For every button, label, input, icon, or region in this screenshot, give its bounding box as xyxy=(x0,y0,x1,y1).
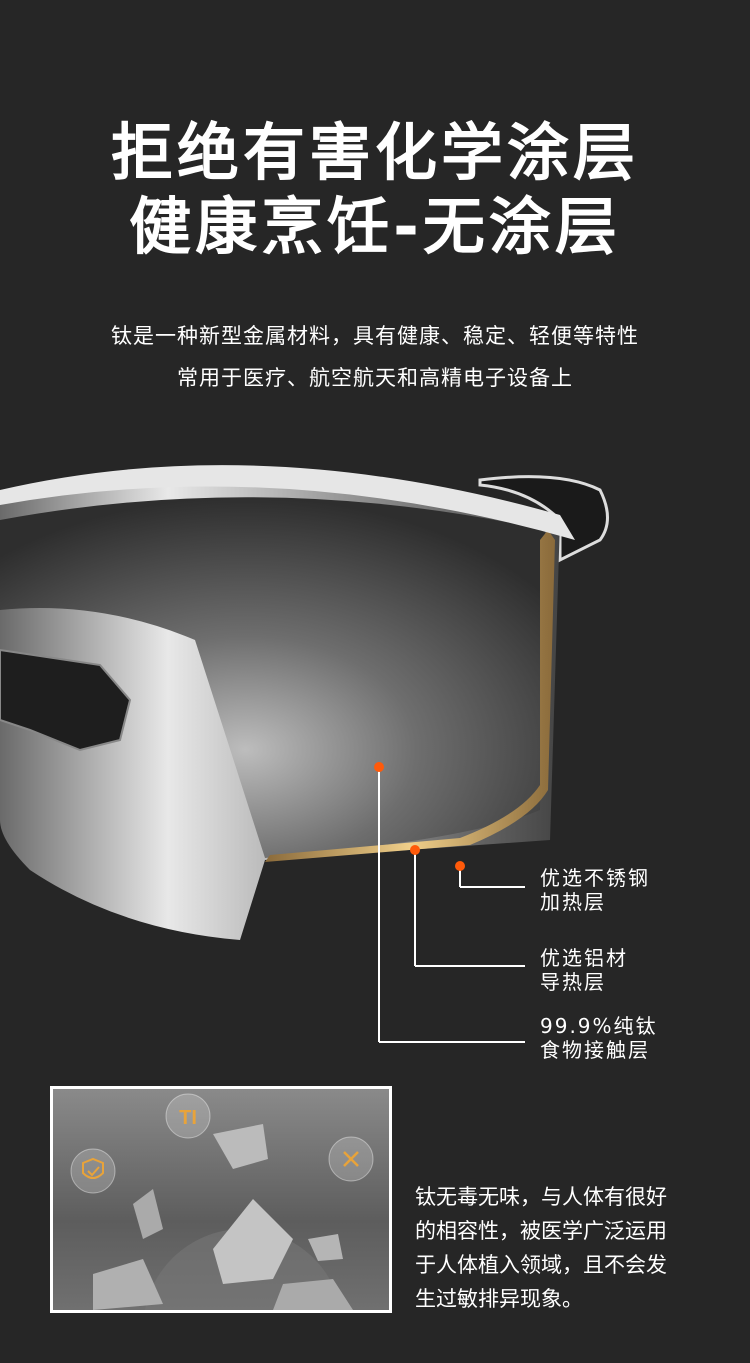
layer-label-line: 99.9%纯钛 xyxy=(540,1014,658,1038)
layer-label-titanium: 99.9%纯钛 食物接触层 xyxy=(540,1014,658,1062)
subtitle-line-2: 常用于医疗、航空航天和高精电子设备上 xyxy=(177,366,573,390)
marker-dot-titanium xyxy=(374,762,384,772)
layer-label-line: 加热层 xyxy=(540,890,606,914)
rock xyxy=(213,1124,268,1169)
subtitle-line-1: 钛是一种新型金属材料，具有健康、稳定、轻便等特性 xyxy=(111,324,639,348)
shield-check-icon-glyph xyxy=(82,1157,104,1179)
marker-dot-aluminum xyxy=(410,845,420,855)
titanium-bubble xyxy=(165,1093,211,1139)
rock xyxy=(273,1279,353,1310)
layer-label-steel: 优选不锈钢 加热层 xyxy=(540,866,650,914)
rock xyxy=(308,1234,343,1261)
layer-label-line: 食物接触层 xyxy=(540,1038,650,1062)
layer-label-line: 优选铝材 xyxy=(540,946,628,970)
description-line: 于人体植入领域，且不会发 xyxy=(415,1253,667,1277)
no-allergy-icon-glyph xyxy=(343,1151,359,1167)
pot-handle-left xyxy=(0,648,132,752)
pot-rim xyxy=(0,465,575,540)
shield-check-icon xyxy=(70,1148,116,1194)
titanium-rocks-photo: TI xyxy=(50,1086,392,1313)
layer-label-line: 导热层 xyxy=(540,970,606,994)
rock xyxy=(133,1189,163,1239)
description-line: 生过敏排异现象。 xyxy=(415,1287,583,1311)
titanium-description: 钛无毒无味，与人体有很好 的相容性，被医学广泛运用 于人体植入领域，且不会发 生… xyxy=(415,1180,725,1316)
rock xyxy=(93,1259,163,1310)
description-line: 的相容性，被医学广泛运用 xyxy=(415,1219,667,1243)
pot-inner-wall xyxy=(0,497,545,858)
pot-handle-right xyxy=(478,475,609,563)
layer-label-line: 优选不锈钢 xyxy=(540,866,650,890)
marker-dot-steel xyxy=(455,861,465,871)
headline-line-2: 健康烹饪-无涂层 xyxy=(129,190,621,263)
layer-label-aluminum: 优选铝材 导热层 xyxy=(540,946,628,994)
headline-line-1: 拒绝有害化学涂层 xyxy=(110,116,639,189)
rock xyxy=(213,1199,293,1284)
titanium-badge: TI xyxy=(179,1107,197,1129)
description-line: 钛无毒无味，与人体有很好 xyxy=(415,1185,667,1209)
